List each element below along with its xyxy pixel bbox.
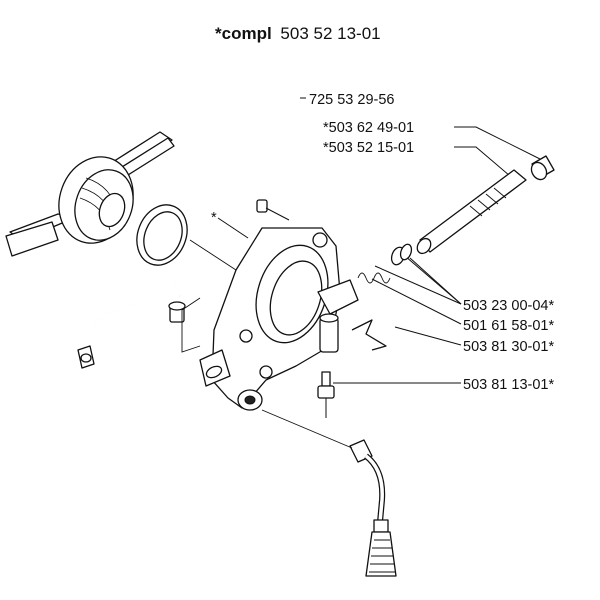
screw-part bbox=[256, 199, 290, 221]
pump-shaft-part bbox=[416, 169, 527, 255]
asterisk-pump-marker: * bbox=[211, 210, 217, 226]
label-725-53-29-56: 725 53 29-56 bbox=[309, 92, 394, 108]
spring-and-washers bbox=[357, 243, 413, 284]
retaining-clip-part bbox=[351, 319, 387, 351]
oil-pipe-part bbox=[77, 274, 186, 369]
adjusting-screw-part bbox=[317, 371, 335, 418]
pump-mount-bracket bbox=[181, 297, 201, 353]
label-503-23-00-04: 503 23 00-04* bbox=[463, 298, 554, 314]
assembly-title: *compl 503 52 13-01 bbox=[215, 24, 381, 43]
label-503-52-15-01: *503 52 15-01 bbox=[323, 140, 414, 156]
leader-lines bbox=[217, 97, 543, 384]
label-501-61-58-01: 501 61 58-01* bbox=[463, 318, 554, 334]
clutch-spider-part bbox=[5, 131, 175, 257]
label-503-81-13-01: 503 81 13-01* bbox=[463, 377, 554, 393]
shaft-cap-part bbox=[530, 155, 555, 181]
suction-hose-part bbox=[349, 439, 397, 577]
title-number: 503 52 13-01 bbox=[280, 24, 380, 43]
label-503-62-49-01: *503 62 49-01 bbox=[323, 120, 414, 136]
title-prefix: *compl bbox=[215, 24, 272, 43]
o-ring-part bbox=[136, 204, 188, 266]
pump-housing-part bbox=[199, 227, 359, 411]
assembly-guide-lines bbox=[189, 239, 353, 449]
label-503-81-30-01: 503 81 30-01* bbox=[463, 339, 554, 355]
